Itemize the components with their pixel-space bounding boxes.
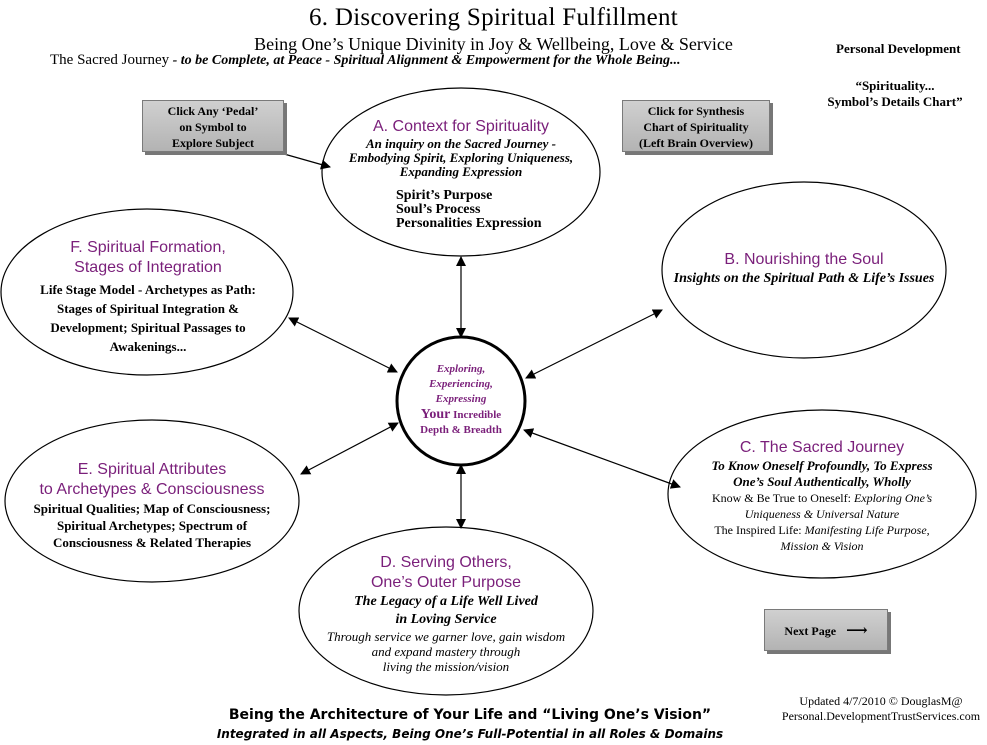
- pedal-f-line-2: Stages of Spiritual Integration &: [57, 301, 239, 316]
- synth-button-line1: Click for Synthesis: [647, 104, 745, 118]
- pedal-c-ellipse[interactable]: [667, 409, 977, 579]
- page-subtitle: Being One’s Unique Divinity in Joy & Wel…: [254, 34, 733, 54]
- center-line-1: Exploring,: [436, 363, 486, 375]
- pedal-e-line-1: Spiritual Qualities; Map of Consciousnes…: [33, 501, 271, 516]
- pedal-e-title-1: E. Spiritual Attributes: [77, 461, 227, 478]
- arrow-right-icon: ⟶: [846, 623, 868, 639]
- center-your: Your: [420, 407, 451, 422]
- pedal-c-subtitle-2: One’s Soul Authentically, Wholly: [733, 474, 911, 489]
- center-line-4: Your Incredible: [401, 407, 521, 423]
- center-line-3: Expressing: [435, 393, 487, 405]
- pedal-d-line-3: Through service we garner love, gain wis…: [326, 629, 566, 644]
- arrow-center-to-e: [300, 422, 399, 475]
- pedal-c-line-3a: Know & Be True to Oneself:: [711, 491, 854, 505]
- pedal-a-item-1: Spirit’s Purpose: [396, 188, 493, 203]
- pedal-c-line-3: Know & Be True to Oneself: Exploring One…: [672, 490, 972, 506]
- pedal-f-title-1: F. Spiritual Formation,: [70, 239, 226, 256]
- pedal-e-line-3: Consciousness & Related Therapies: [52, 535, 252, 550]
- updated-line-1: Updated 4/7/2010 © DouglasM@: [799, 694, 963, 708]
- arrow-center-to-f: [288, 317, 398, 373]
- pedal-c-line-6: Mission & Vision: [780, 539, 864, 553]
- pedal-b-content[interactable]: B. Nourishing the Soul Insights on the S…: [648, 250, 960, 288]
- pedal-a-content[interactable]: A. Context for Spirituality An inquiry o…: [330, 117, 592, 231]
- synthesis-chart-button[interactable]: Click for Synthesis Chart of Spiritualit…: [622, 100, 770, 152]
- chart-caption-line1: “Spirituality...: [855, 78, 935, 93]
- pedal-a-subtitle-2: Embodying Spirit, Exploring Uniqueness,: [348, 150, 574, 165]
- pedal-e-ellipse[interactable]: [4, 419, 300, 583]
- pedal-e-title-2: to Archetypes & Consciousness: [39, 481, 265, 498]
- pedal-a-subtitle-3: Expanding Expression: [399, 164, 523, 179]
- tagline-prefix: The Sacred Journey: [50, 52, 170, 68]
- chart-caption-line2: Symbol’s Details Chart”: [827, 94, 963, 109]
- tagline: The Sacred Journey - to be Complete, at …: [50, 52, 681, 69]
- pedal-c-line-5: The Inspired Life: Manifesting Life Purp…: [672, 522, 972, 538]
- updated-line-2: Personal.DevelopmentTrustServices.com: [781, 709, 981, 723]
- pedal-button-line3: Explore Subject: [171, 136, 255, 150]
- pedal-d-title-1: D. Serving Others,: [380, 554, 512, 571]
- pedal-f-line-3: Development; Spiritual Passages to: [50, 320, 246, 335]
- pedal-b-ellipse[interactable]: [661, 181, 947, 359]
- footer-headline: Being the Architecture of Your Life and …: [228, 707, 712, 723]
- category-label: Personal Development: [836, 41, 961, 56]
- arrow-center-to-c: [523, 428, 681, 489]
- pedal-d-line-5: living the mission/vision: [382, 659, 510, 674]
- pedal-d-line-4: and expand mastery through: [371, 644, 521, 659]
- pedal-button-line2: on Symbol to: [179, 120, 247, 134]
- pedal-b-title: B. Nourishing the Soul: [724, 251, 884, 268]
- pedal-c-line-4: Uniqueness & Universal Nature: [744, 507, 900, 521]
- pedal-c-title: C. The Sacred Journey: [739, 439, 905, 456]
- page-title: 6. Discovering Spiritual Fulfillment: [308, 4, 679, 31]
- center-line-5: Depth & Breadth: [420, 424, 502, 436]
- tagline-text: - to be Complete, at Peace - Spiritual A…: [169, 53, 681, 68]
- pedal-button-line1: Click Any ‘Pedal’: [167, 104, 259, 118]
- pedal-a-subtitle-1: An inquiry on the Sacred Journey -: [366, 136, 556, 151]
- explore-pedal-button[interactable]: Click Any ‘Pedal’ on Symbol to Explore S…: [142, 100, 284, 152]
- center-content[interactable]: Exploring, Experiencing, Expressing Your…: [401, 362, 521, 438]
- pedal-c-content[interactable]: C. The Sacred Journey To Know Oneself Pr…: [672, 438, 972, 554]
- pedal-b-subtitle: Insights on the Spiritual Path & Life’s …: [673, 271, 935, 286]
- chart-caption: “Spirituality... Symbol’s Details Chart”: [800, 78, 987, 110]
- pedal-f-line-1: Life Stage Model - Archetypes as Path:: [40, 282, 256, 297]
- synth-button-line3: (Left Brain Overview): [639, 136, 753, 150]
- pedal-f-content[interactable]: F. Spiritual Formation, Stages of Integr…: [8, 238, 288, 356]
- next-page-label: Next Page: [784, 624, 837, 638]
- pedal-f-line-4: Awakenings...: [109, 339, 187, 354]
- pedal-f-ellipse[interactable]: [0, 208, 294, 376]
- arrow-pedal-button-to-a: [269, 149, 331, 170]
- center-line-2: Experiencing,: [429, 378, 493, 390]
- center-incredible: Incredible: [450, 409, 502, 421]
- pedal-d-title-2: One’s Outer Purpose: [370, 574, 521, 591]
- footer-subline: Integrated in all Aspects, Being One’s F…: [216, 727, 724, 741]
- updated-note: Updated 4/7/2010 © DouglasM@ Personal.De…: [776, 694, 986, 724]
- pedal-d-subtitle-2: in Loving Service: [395, 612, 497, 627]
- synth-button-line2: Chart of Spirituality: [643, 120, 749, 134]
- pedal-d-content[interactable]: D. Serving Others, One’s Outer Purpose T…: [306, 553, 586, 674]
- pedal-e-line-2: Spiritual Archetypes; Spectrum of: [56, 518, 248, 533]
- pedal-c-subtitle-1: To Know Oneself Profoundly, To Express: [711, 458, 933, 473]
- pedal-a-item-3: Personalities Expression: [396, 216, 542, 231]
- pedal-f-title-2: Stages of Integration: [74, 259, 222, 276]
- pedal-c-line-3b: Exploring One’s: [853, 491, 933, 505]
- pedal-e-content[interactable]: E. Spiritual Attributes to Archetypes & …: [8, 460, 296, 551]
- pedal-c-line-5a: The Inspired Life:: [714, 523, 805, 537]
- arrow-center-to-b: [525, 309, 663, 379]
- pedal-a-item-2: Soul’s Process: [396, 202, 481, 217]
- next-page-button[interactable]: Next Page ⟶: [764, 609, 888, 651]
- pedal-c-line-5b: Manifesting Life Purpose,: [804, 523, 930, 537]
- pedal-a-title: A. Context for Spirituality: [372, 118, 550, 135]
- pedal-d-ellipse[interactable]: [298, 526, 594, 696]
- pedal-d-subtitle-1: The Legacy of a Life Well Lived: [354, 594, 538, 609]
